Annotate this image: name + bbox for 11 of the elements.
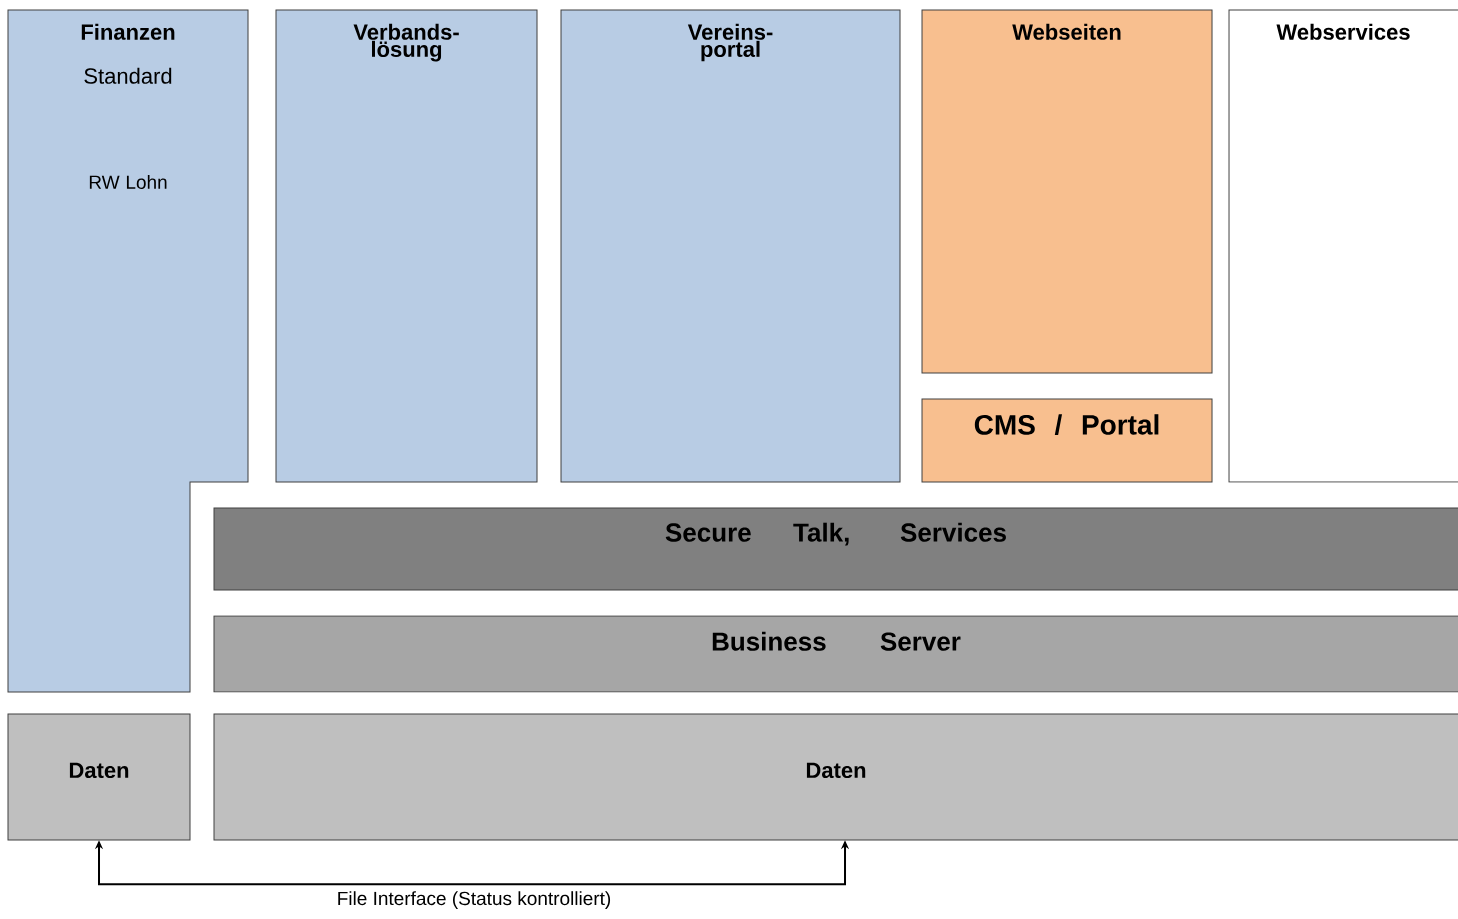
data-box: Daten xyxy=(7,713,191,841)
module-panel: Finanzen Standard RW Lohn xyxy=(7,9,249,693)
data-box: Daten xyxy=(213,713,1458,841)
module-box: Verbands- lösung xyxy=(275,9,538,483)
module-box: Webservices xyxy=(1228,9,1458,483)
module-box: CMS / Portal xyxy=(921,398,1213,483)
edge-label: File Interface (Status kontrolliert) xyxy=(335,890,613,910)
layer-bar: Business Server xyxy=(213,615,1458,693)
layer-bar: Secure Talk, Services xyxy=(213,507,1458,591)
module-box: Webseiten xyxy=(921,9,1213,374)
module-box: Vereins- portal xyxy=(560,9,901,483)
